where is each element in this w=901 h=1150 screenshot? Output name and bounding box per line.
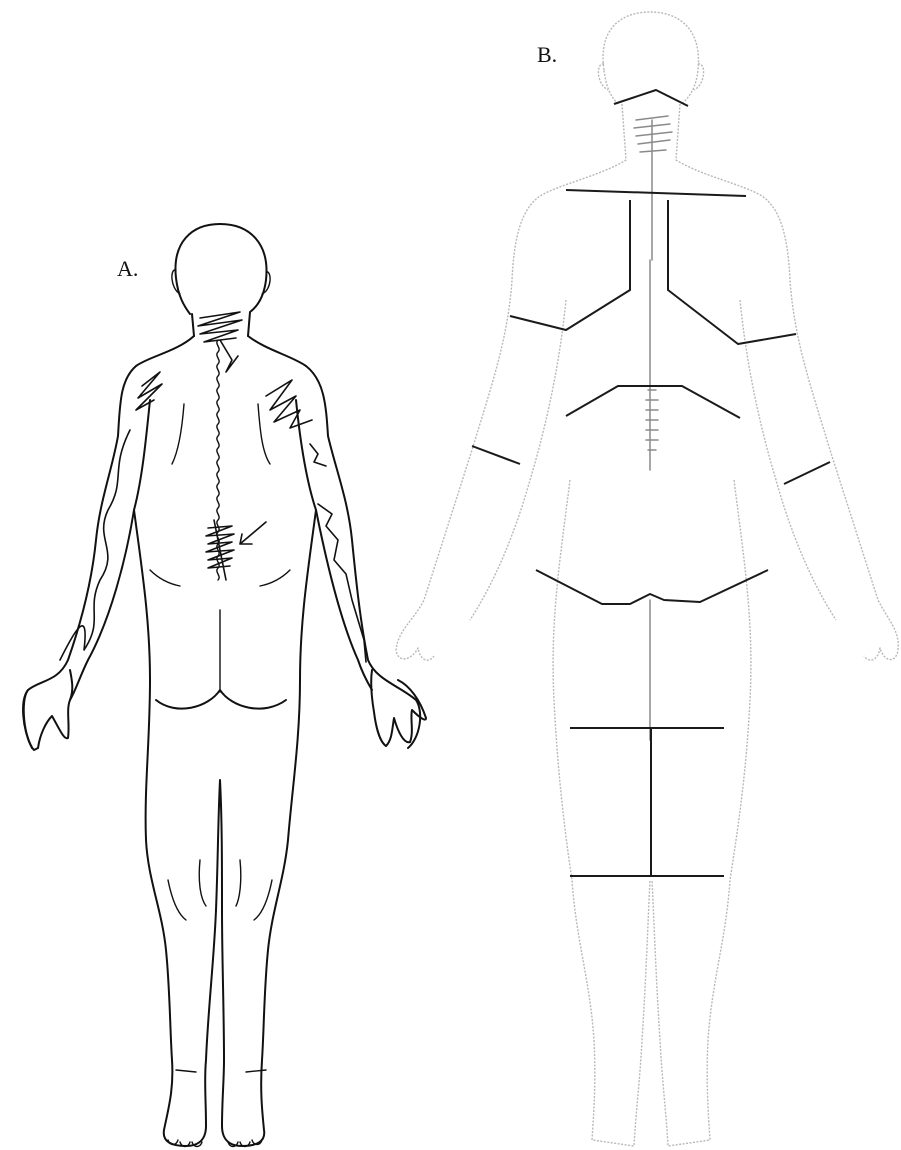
figure-a-lower-back-lines	[150, 570, 290, 586]
region-line-right-scapula	[668, 200, 796, 344]
pain-mark-right-elbow	[310, 444, 326, 466]
figure-a-left-hand	[24, 670, 73, 750]
figure-a-lower-body	[134, 510, 316, 1146]
figure-b-inner-arms	[470, 300, 836, 620]
figure-a-left-inner-arm	[70, 400, 150, 700]
figure-a-head	[175, 224, 266, 336]
region-line-right-elbow	[784, 462, 830, 484]
figure-b-head	[603, 12, 698, 104]
figure-a-buttocks	[156, 690, 286, 709]
figure-a-left-scapula	[172, 404, 184, 464]
region-line-left-scapula	[510, 200, 630, 330]
figure-b-left-ear	[598, 64, 608, 90]
figure-a-right-scapula	[258, 404, 270, 464]
region-line-left-elbow	[472, 446, 520, 464]
figure-b-body	[396, 12, 898, 1146]
figure-a-right-inner-arm	[296, 400, 372, 690]
region-line-neck	[614, 90, 688, 106]
figure-b-neck-shading	[634, 116, 672, 152]
pain-mark-lower-back	[206, 520, 234, 580]
region-line-buttocks	[536, 570, 768, 604]
pain-mark-neck	[198, 312, 242, 372]
figure-a-knee-lines	[168, 860, 272, 920]
pain-mark-right-shoulder	[266, 380, 312, 428]
figure-a-ankle-lines	[176, 1070, 266, 1072]
figure-b-body-outline	[396, 104, 898, 1146]
region-line-lower-back-top	[566, 386, 740, 418]
pain-mark-right-forearm	[318, 504, 366, 662]
figure-b-spine-shading	[646, 120, 658, 740]
region-line-shoulders	[566, 190, 746, 196]
pain-mark-arrow	[240, 522, 266, 544]
figure-a-torso-outline	[23, 336, 420, 748]
figure-a-body	[23, 224, 426, 1147]
